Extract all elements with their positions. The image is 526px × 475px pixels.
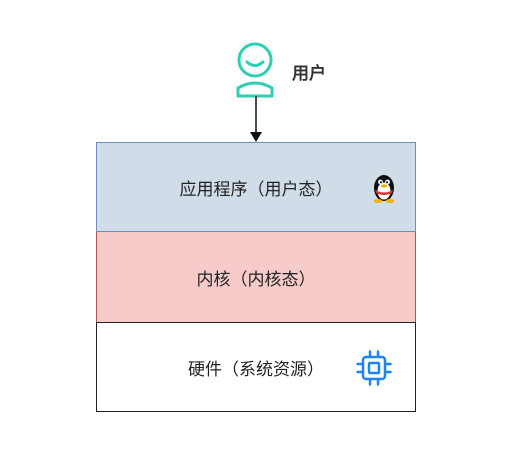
user-to-app-arrow [250, 96, 262, 142]
kernel-layer: 内核（内核态） [96, 232, 416, 323]
hardware-layer-label: 硬件（系统资源） [188, 359, 324, 380]
user-icon [236, 42, 274, 98]
application-layer-label: 应用程序（用户态） [179, 179, 333, 200]
kernel-layer-label: 内核（内核态） [196, 270, 316, 290]
qq-penguin-icon [373, 175, 395, 203]
cpu-chip-icon [356, 350, 392, 386]
application-layer: 应用程序（用户态） [96, 142, 416, 232]
user-label: 用户 [292, 64, 326, 84]
user-node: 用户 [230, 38, 350, 98]
